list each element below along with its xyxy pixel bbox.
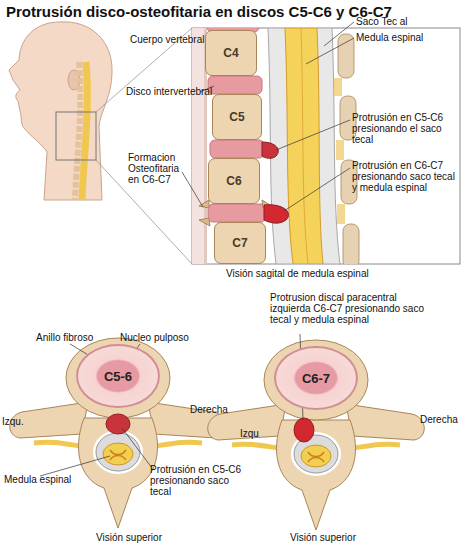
axial-vertebra: [208, 340, 425, 530]
head-silhouette: [9, 22, 192, 264]
sagittal-view: [192, 28, 359, 264]
anterior-tissue: [192, 28, 206, 264]
vertebral-arch: [276, 420, 355, 530]
disc-protrusion: [262, 142, 278, 158]
osteophyte: [199, 218, 210, 226]
disc-axial: C6-7: [274, 346, 358, 410]
vertebra-label: C6-7: [302, 371, 330, 386]
annotation-label: Protrusion discal paracentral izquierda …: [270, 292, 430, 325]
osteophyte: [199, 200, 209, 208]
annotation-label: Nucleo pulposo: [120, 332, 210, 343]
annotation-label: Protrusión en C5-C6 presionando el saco …: [352, 112, 458, 145]
spinal-cord: [103, 443, 133, 465]
leader-line: [324, 22, 354, 46]
sagittal-panel: [192, 28, 460, 264]
leader-line: [306, 38, 354, 64]
annotation-label: Protrusión en C6-C7 presionando saco tec…: [352, 160, 458, 193]
lamina: [338, 34, 354, 78]
leader-line: [40, 456, 110, 476]
disc: [210, 140, 264, 158]
leader-line: [276, 120, 350, 150]
ligamentum-flavum: [334, 78, 345, 224]
transverse-process: [346, 404, 424, 440]
annotation-label: Izqu: [240, 428, 270, 439]
vertebral-body: [264, 340, 368, 420]
annotation-label: Saco Tec al: [356, 16, 456, 27]
disc: [208, 204, 266, 222]
thecal-sac: [96, 433, 140, 471]
thecal-sac: [268, 28, 340, 264]
vertebral-body: [66, 338, 170, 418]
leader-line: [122, 428, 152, 468]
spine-vertebrae: [75, 62, 80, 200]
leader-line: [182, 172, 203, 207]
vertebra-label: C5: [229, 110, 244, 124]
annotation-label: Visión sagital de medula espinal: [226, 268, 426, 279]
annotation-label: Medula espinal: [356, 32, 456, 43]
annotation-label: Derecha: [190, 404, 240, 415]
annotation-label: Izqu.: [2, 416, 32, 427]
annotation-label: Derecha: [420, 414, 466, 425]
zoom-box: [56, 112, 96, 160]
grey-matter: [308, 452, 324, 462]
vertebral-body: C4: [205, 30, 257, 76]
spinal-cord: [301, 445, 331, 467]
annotation-label: Medula espinal: [4, 474, 84, 485]
disc-protrusion: [264, 205, 289, 223]
annotation-label: Protrusión en C5-C6 presionando saco tec…: [150, 464, 242, 497]
leader-lines: [182, 22, 354, 211]
annotation-label: Cuerpo vertebral: [130, 34, 206, 45]
ligament: [334, 78, 342, 96]
annotation-label: Anillo fibroso: [36, 332, 116, 343]
disc-protrusion: [294, 418, 314, 442]
grey-matter: [110, 450, 126, 460]
annotation-label: Visión superior: [290, 532, 380, 543]
vertebra-label: C6: [226, 174, 241, 188]
spinal-cord: [285, 28, 323, 264]
annotation-label: Disco intervertebral: [126, 86, 216, 97]
axial-vertebra: [10, 338, 227, 528]
vertebra-label: C7: [232, 236, 247, 250]
annotation-label: Formacion Osteofitaria en C6-C7: [128, 152, 188, 185]
vertebral-body: C7: [214, 222, 266, 264]
vertebral-body: C5: [212, 94, 262, 140]
annotation-label: Visión superior: [96, 532, 186, 543]
vertebral-body: C6: [208, 158, 260, 204]
disc-protrusion: [106, 414, 130, 434]
ligament: [336, 140, 344, 160]
disc-axial: C5-6: [76, 344, 160, 408]
diagram-title: Protrusión disco-osteofitaria en discos …: [6, 3, 392, 20]
disc: [208, 76, 262, 94]
leader-line: [284, 168, 350, 211]
ligament: [337, 204, 345, 224]
vertebra-label: C4: [223, 46, 238, 60]
vertebra-label: C5-6: [104, 369, 132, 384]
spinal-canal: [93, 430, 143, 474]
leader-lines: [40, 334, 303, 476]
lamina: [343, 224, 359, 264]
head-outline: [9, 22, 112, 200]
